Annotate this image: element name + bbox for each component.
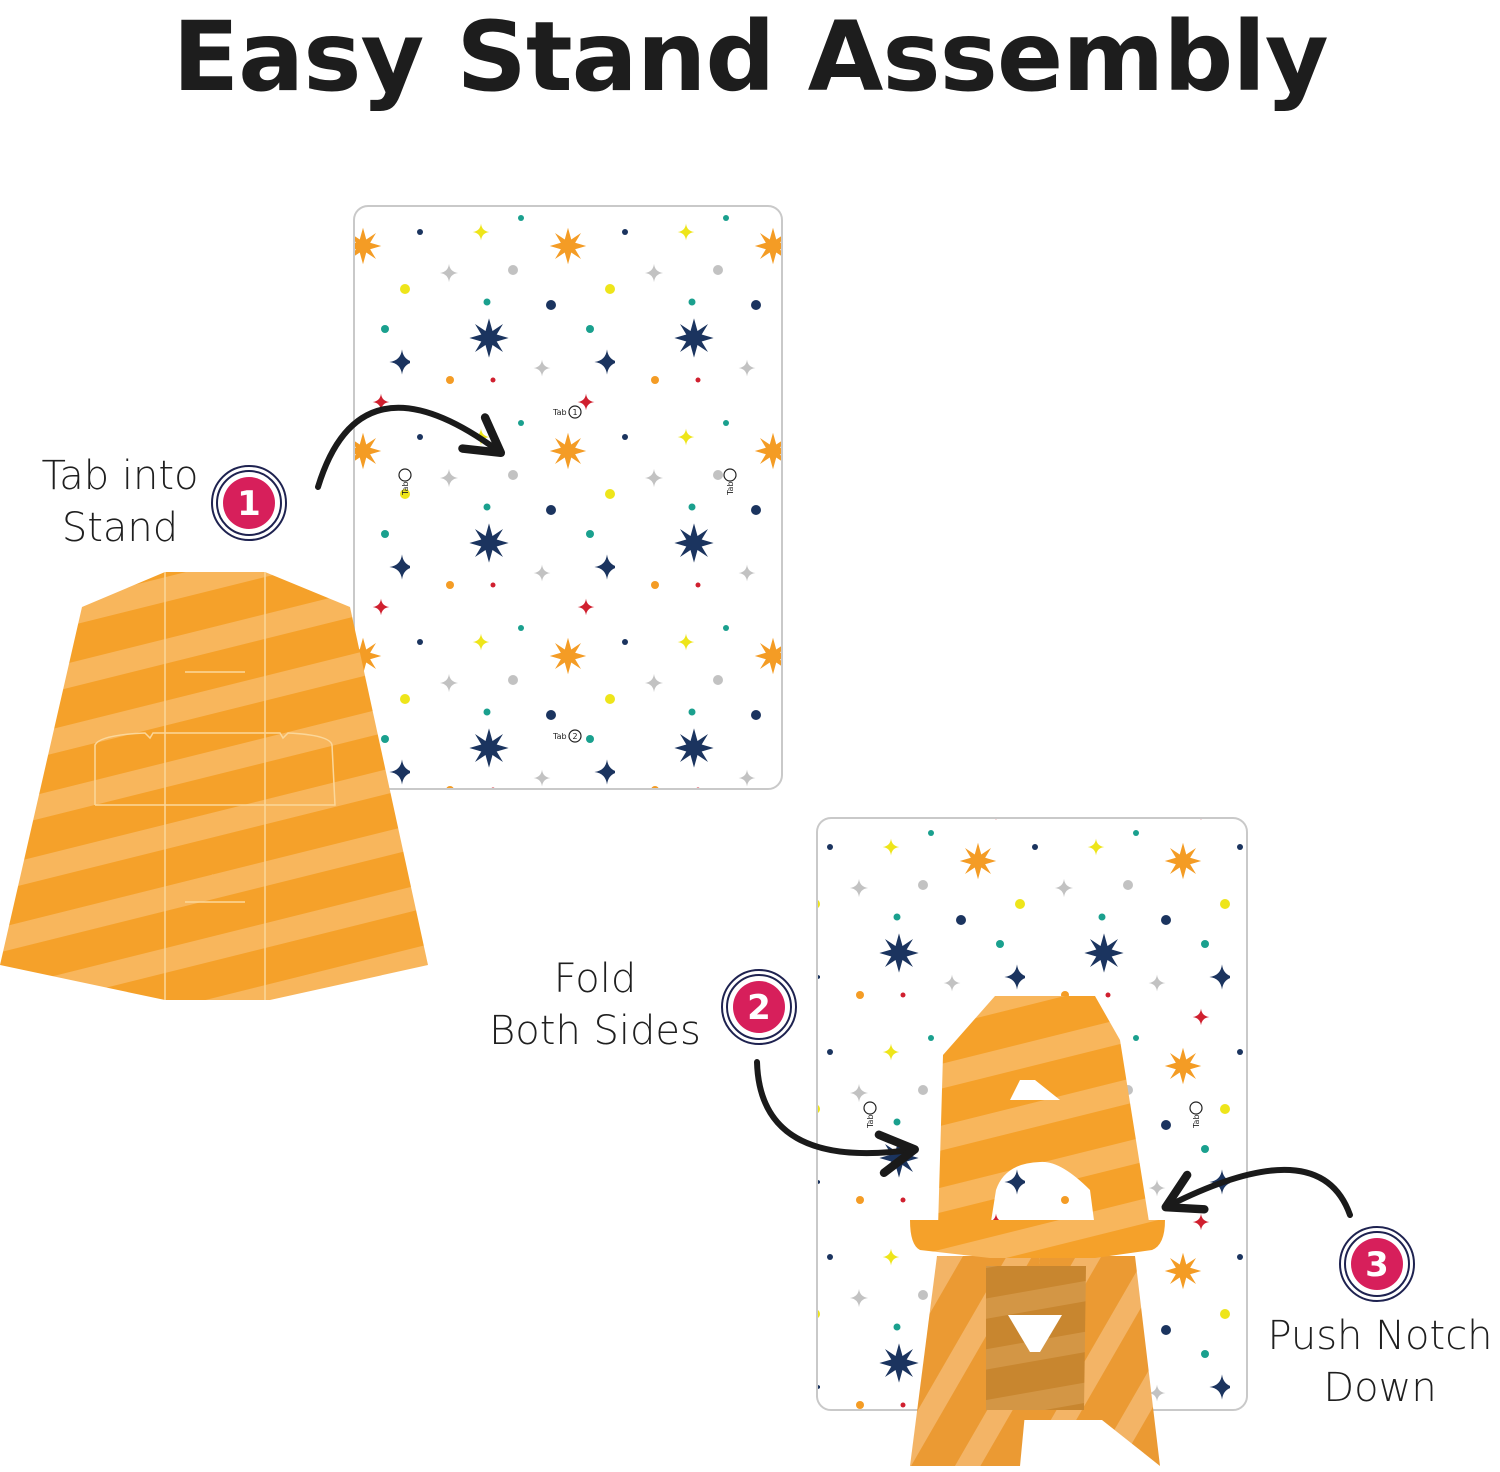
assembled-stand: [910, 996, 1165, 1466]
step2-label-line1: Fold: [553, 956, 637, 1002]
arrow-step3: [1161, 1167, 1353, 1218]
card-tab2-bottom-marking: Tab 2: [552, 729, 582, 743]
arrow-step1: [315, 404, 506, 490]
step2-label-line2: Both Sides: [489, 1008, 701, 1054]
step2-label: Fold Both Sides: [470, 953, 720, 1057]
svg-text:Tab: Tab: [401, 481, 410, 496]
step1-label-line1: Tab into: [41, 453, 199, 499]
svg-text:1: 1: [572, 408, 577, 417]
step1-label-line2: Stand: [61, 505, 179, 551]
svg-text:Tab: Tab: [552, 732, 567, 741]
svg-text:Tab: Tab: [1192, 1114, 1201, 1129]
svg-text:Tab: Tab: [866, 1114, 875, 1129]
step2-badge: 2: [721, 969, 797, 1045]
arrow-step2: [754, 1059, 919, 1178]
card-tab1-top-marking: Tab 1: [552, 405, 582, 419]
background-card-top: Tab 1 Tab Tab Tab 2: [353, 205, 783, 790]
step1-label: Tab into Stand: [20, 450, 220, 554]
card-tab1-left-marking: Tab: [398, 468, 412, 496]
step3-label-line1: Push Notch: [1267, 1313, 1493, 1359]
svg-text:Tab: Tab: [726, 481, 735, 496]
step3-label-line2: Down: [1323, 1365, 1437, 1411]
step1-badge: 1: [211, 465, 287, 541]
flat-stand-piece: [0, 572, 428, 1000]
step1-number: 1: [237, 484, 261, 524]
page-title: Easy Stand Assembly: [172, 1, 1328, 113]
svg-text:Tab: Tab: [552, 408, 567, 417]
step3-badge: 3: [1339, 1226, 1415, 1302]
step3-label: Push Notch Down: [1255, 1310, 1500, 1414]
svg-text:2: 2: [572, 732, 577, 741]
card-tab2-right-marking: Tab: [723, 468, 737, 496]
step3-number: 3: [1365, 1245, 1389, 1285]
step2-number: 2: [747, 988, 771, 1028]
